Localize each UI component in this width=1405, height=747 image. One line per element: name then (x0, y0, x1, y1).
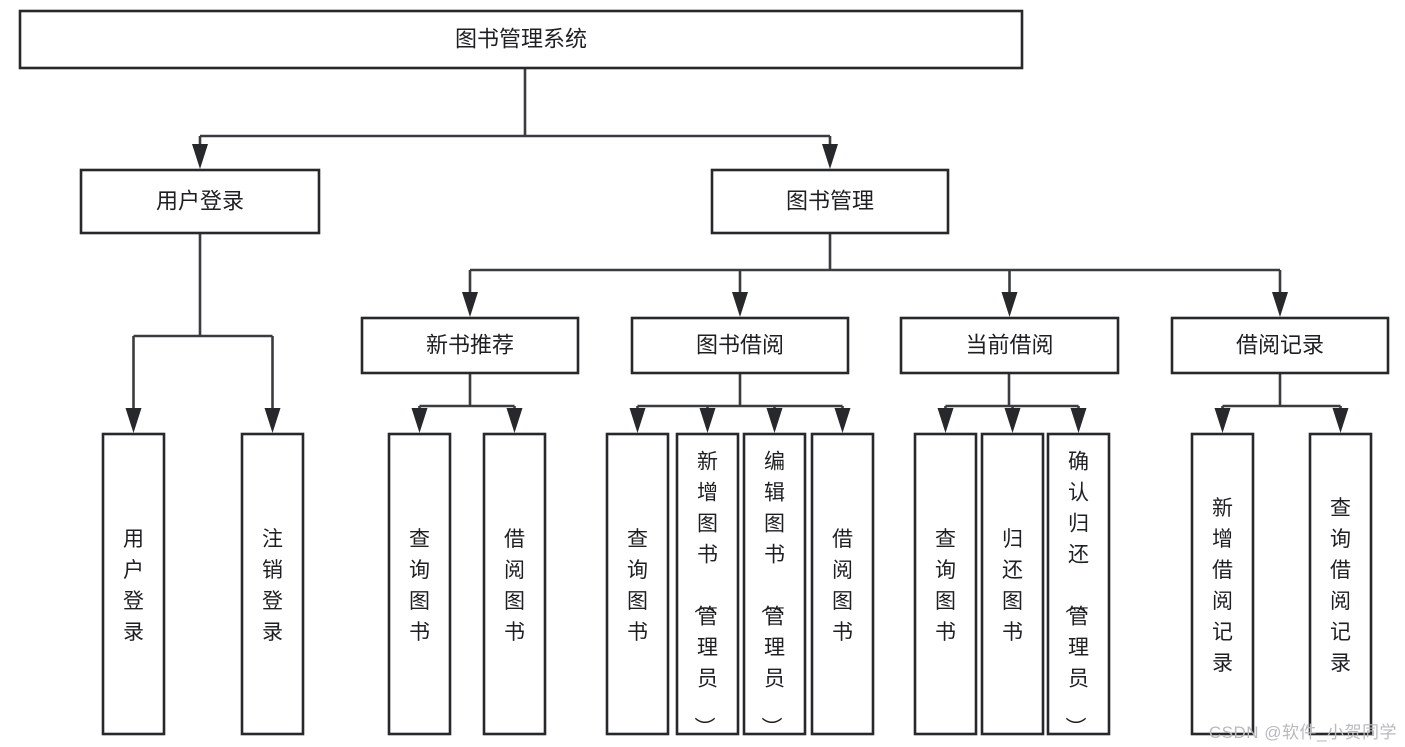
node-leaf-query-record[interactable]: 查询借阅记录 (1308, 432, 1373, 736)
node-label: 查询图书 (409, 528, 430, 644)
node-label: 确认归还（管理员） (1063, 451, 1089, 738)
node-box[interactable] (1046, 432, 1111, 736)
node-leaf-query-book-1[interactable]: 查询图书 (387, 432, 452, 736)
node-label: 借阅图书 (504, 528, 525, 644)
node-leaf-query-book-3[interactable]: 查询图书 (913, 432, 978, 736)
node-label: 用户登录 (123, 528, 144, 644)
edge-group-new-book-recommend (411, 373, 523, 433)
node-label: 新书推荐 (426, 332, 514, 357)
edge-group-borrow-record (1214, 373, 1349, 433)
node-box[interactable] (360, 316, 580, 375)
node-leaf-return-book[interactable]: 归还图书 (980, 432, 1045, 736)
node-label: 编辑图书（管理员） (759, 451, 785, 738)
node-label: 新增借阅记录 (1212, 497, 1233, 675)
node-label: 查询借阅记录 (1330, 497, 1351, 675)
arrow-head-icon (506, 408, 523, 433)
node-new-book-recommend[interactable]: 新书推荐 (360, 316, 580, 375)
node-box[interactable] (79, 168, 321, 235)
node-leaf-add-book[interactable]: 新增图书（管理员） (675, 432, 740, 738)
node-label: 当前借阅 (965, 332, 1053, 357)
arrow-head-icon (1272, 292, 1288, 317)
arrow-head-icon (1004, 408, 1021, 433)
node-label: 注销登录 (262, 528, 283, 644)
node-label: 查询图书 (935, 528, 956, 644)
arrow-head-icon (822, 144, 838, 169)
node-label: 归还图书 (1002, 528, 1023, 644)
node-box[interactable] (101, 432, 166, 736)
node-box[interactable] (605, 432, 670, 736)
arrow-head-icon (834, 408, 851, 433)
node-label: 图书借阅 (696, 332, 784, 357)
arrow-head-icon (699, 408, 716, 433)
node-box[interactable] (742, 432, 807, 736)
node-leaf-add-record[interactable]: 新增借阅记录 (1190, 432, 1255, 736)
node-label: 借阅图书 (832, 528, 853, 644)
node-leaf-query-book-2[interactable]: 查询图书 (605, 432, 670, 736)
node-box[interactable] (1170, 316, 1390, 375)
node-leaf-edit-book[interactable]: 编辑图书（管理员） (742, 432, 807, 738)
node-box[interactable] (482, 432, 547, 736)
arrow-head-icon (264, 408, 281, 433)
node-leaf-borrow-book-1[interactable]: 借阅图书 (482, 432, 547, 736)
node-borrow-record[interactable]: 借阅记录 (1170, 316, 1390, 375)
arrow-head-icon (1070, 408, 1087, 433)
node-book-borrow[interactable]: 图书借阅 (630, 316, 850, 375)
node-root[interactable]: 图书管理系统 (18, 9, 1024, 70)
edges-layer (125, 68, 1349, 433)
node-box[interactable] (810, 432, 875, 736)
node-box[interactable] (913, 432, 978, 736)
node-box[interactable] (980, 432, 1045, 736)
node-leaf-user-login[interactable]: 用户登录 (101, 432, 166, 736)
node-leaf-borrow-book-2[interactable]: 借阅图书 (810, 432, 875, 736)
arrow-head-icon (1214, 408, 1231, 433)
node-box[interactable] (1190, 432, 1255, 736)
node-label: 借阅记录 (1236, 332, 1324, 357)
node-user-login[interactable]: 用户登录 (79, 168, 321, 235)
edge-group-current-borrow (937, 373, 1087, 433)
node-box[interactable] (387, 432, 452, 736)
node-label: 图书管理系统 (455, 26, 587, 51)
node-label: 图书管理 (786, 188, 874, 213)
nodes-layer: 图书管理系统用户登录图书管理新书推荐图书借阅当前借阅借阅记录用户登录注销登录查询… (18, 9, 1390, 738)
node-label: 新增图书（管理员） (692, 451, 718, 738)
node-current-borrow[interactable]: 当前借阅 (899, 316, 1120, 375)
node-book-manage[interactable]: 图书管理 (710, 168, 950, 235)
node-box[interactable] (630, 316, 850, 375)
node-box[interactable] (710, 168, 950, 235)
node-box[interactable] (240, 432, 305, 736)
node-box[interactable] (18, 9, 1024, 70)
watermark-text: CSDN @软件_小贺同学 (1208, 723, 1397, 742)
arrow-head-icon (411, 408, 428, 433)
edge-group-user-login (125, 233, 281, 433)
arrow-head-icon (1332, 408, 1349, 433)
arrow-head-icon (629, 408, 646, 433)
node-label: 查询图书 (627, 528, 648, 644)
node-label: 用户登录 (156, 188, 244, 213)
arrow-head-icon (192, 144, 208, 169)
edge-group-root (192, 68, 838, 169)
node-box[interactable] (675, 432, 740, 736)
arrow-head-icon (937, 408, 954, 433)
arrow-head-icon (1001, 292, 1018, 317)
arrow-head-icon (462, 292, 478, 317)
node-leaf-logout[interactable]: 注销登录 (240, 432, 305, 736)
arrow-head-icon (732, 292, 748, 317)
edge-group-book-borrow (629, 373, 851, 433)
arrow-head-icon (766, 408, 783, 433)
edge-group-book-manage (462, 233, 1288, 317)
arrow-head-icon (125, 408, 142, 433)
node-leaf-confirm-return[interactable]: 确认归还（管理员） (1046, 432, 1111, 738)
node-box[interactable] (899, 316, 1120, 375)
node-box[interactable] (1308, 432, 1373, 736)
